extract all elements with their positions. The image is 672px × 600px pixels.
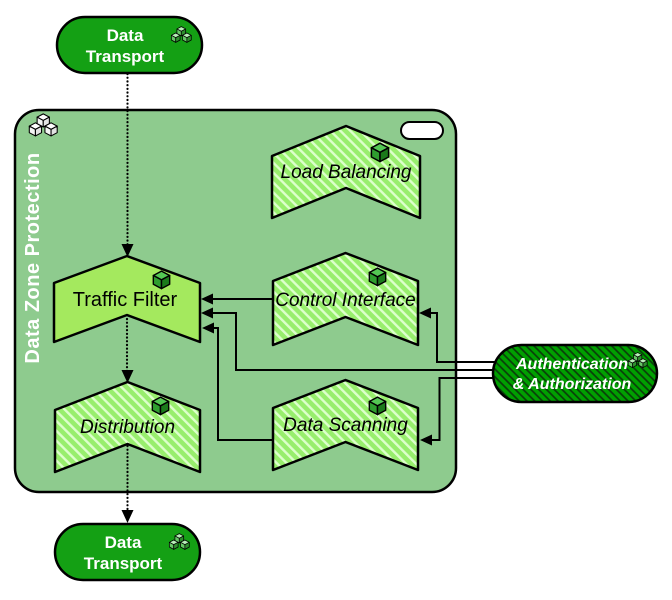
container-title: Data Zone Protection	[22, 152, 44, 363]
node-data-transport-top[interactable]: Data Transport	[55, 15, 204, 75]
cube-icon	[151, 396, 170, 416]
distribution-label: Distribution	[80, 417, 175, 438]
cube-icon	[370, 142, 390, 163]
edge-authentication-controlinterface	[419, 307, 495, 363]
cube-icon	[368, 396, 387, 416]
node-distribution[interactable]: Distribution	[53, 380, 202, 474]
edge-authentication-datascanning	[420, 377, 495, 446]
authentication-label-line2: & Authorization	[513, 376, 632, 393]
node-authentication-authorization[interactable]: Authentication & Authorization	[491, 343, 659, 404]
edge-datatransport-trafficfilter	[121, 72, 134, 257]
node-control-interface[interactable]: Control Interface	[271, 251, 420, 347]
edges-layer	[121, 72, 495, 523]
data-transport-bottom-label-line2: Transport	[84, 554, 163, 573]
edge-controlinterface-trafficfilter	[201, 293, 273, 305]
authentication-label-line1: Authentication	[515, 356, 628, 373]
cube-icon	[152, 270, 171, 290]
node-load-balancing[interactable]: Load Balancing	[270, 124, 422, 220]
load-balancing-label: Load Balancing	[281, 162, 412, 183]
edge-trafficfilter-distribution	[121, 317, 134, 383]
data-transport-top-label-line1: Data	[107, 26, 144, 45]
data-transport-top-label-line2: Transport	[86, 47, 165, 66]
edge-authentication-trafficfilter	[201, 307, 495, 371]
edge-datascanning-trafficfilter	[202, 322, 273, 441]
edge-distribution-datatransport	[121, 444, 134, 523]
control-interface-label: Control Interface	[275, 290, 415, 311]
node-data-scanning[interactable]: Data Scanning	[271, 378, 420, 472]
data-transport-bottom-label-line1: Data	[105, 533, 142, 552]
node-traffic-filter[interactable]: Traffic Filter	[52, 254, 202, 344]
rounded-pill-marker	[400, 121, 444, 140]
node-data-transport-bottom[interactable]: Data Transport	[53, 522, 202, 582]
cube-icon	[368, 267, 387, 287]
traffic-filter-label: Traffic Filter	[73, 289, 178, 311]
data-scanning-label: Data Scanning	[283, 415, 408, 436]
